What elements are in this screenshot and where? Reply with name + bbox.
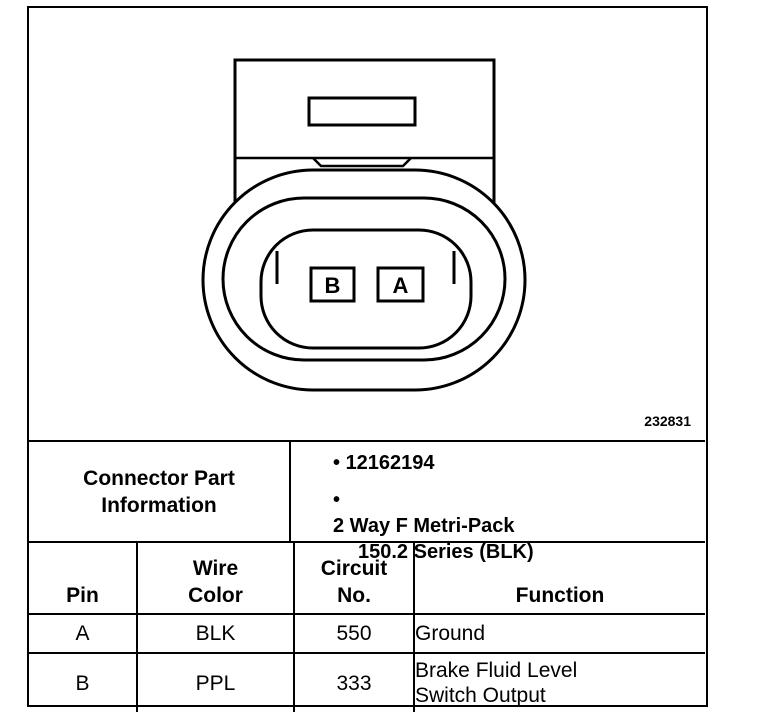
table-row: A BLK 550 Ground	[29, 613, 705, 654]
connector-face-drawing: B A	[201, 58, 527, 392]
description-line1: 2 Way F Metri-Pack	[333, 515, 515, 537]
header-function: Function	[413, 541, 705, 615]
part-number-bullet: • 12162194	[333, 452, 435, 474]
cavity-b-box	[309, 266, 356, 303]
cell-pin: B	[29, 652, 138, 712]
cell-pin: A	[29, 613, 138, 654]
cell-function: Ground	[413, 613, 705, 654]
cell-wire-color: BLK	[136, 613, 295, 654]
part-info-row: Connector Part Information • 12162194 • …	[29, 440, 705, 563]
part-info-label-line1: Connector Part	[83, 467, 235, 490]
part-info-label-line2: Information	[101, 494, 217, 517]
connector-sheet: B A 232831 Connector Part Information • …	[27, 6, 708, 712]
cavity-a-box	[376, 266, 425, 303]
header-pin: Pin	[29, 541, 138, 615]
cavity-label-a: A	[393, 273, 409, 298]
part-number: 12162194	[345, 452, 435, 474]
connector-diagram: B A 232831	[29, 8, 705, 440]
part-info-label-cell: Connector Part Information	[29, 442, 291, 542]
part-info-values-cell: • 12162194 • 2 Way F Metri-Pack 150.2 Se…	[291, 442, 705, 563]
cell-circuit: 550	[293, 613, 415, 654]
cell-circuit: 333	[293, 652, 415, 712]
cavity-label-b: B	[325, 273, 341, 298]
figure-id: 232831	[644, 413, 691, 429]
cell-wire-color: PPL	[136, 652, 295, 712]
latch-slot	[307, 96, 417, 127]
part-info-label: Connector Part Information	[59, 465, 259, 519]
